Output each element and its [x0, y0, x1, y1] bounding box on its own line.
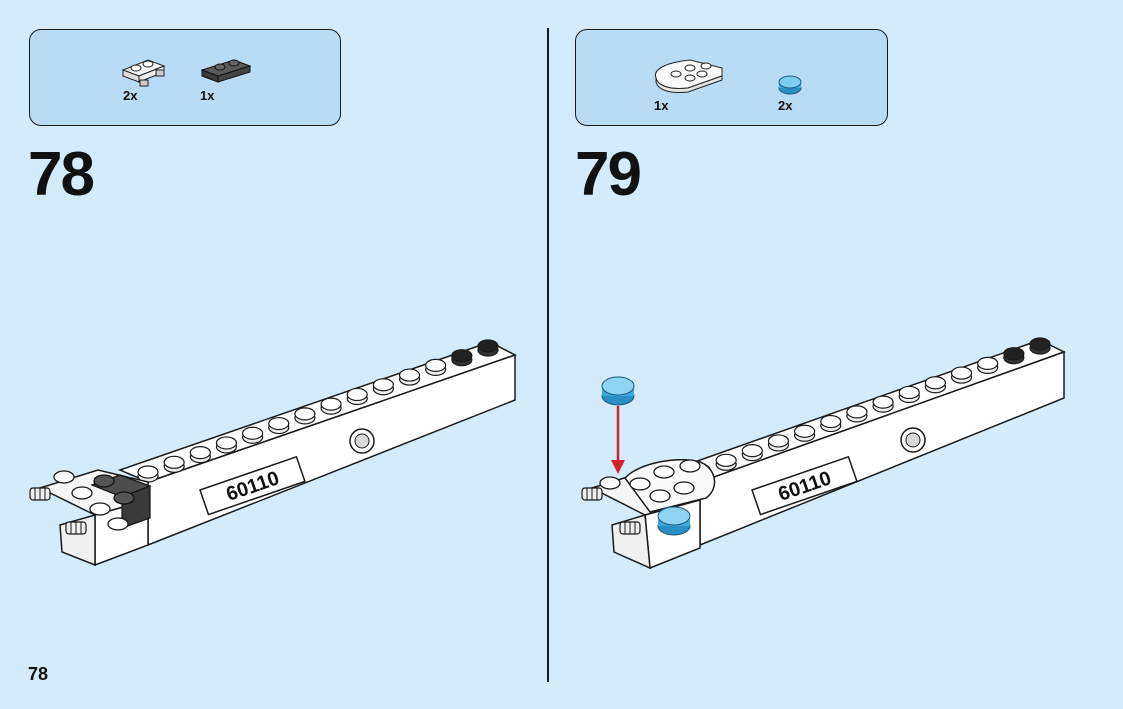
- stud: [1003, 347, 1025, 361]
- stud: [477, 339, 499, 353]
- stud: [189, 446, 211, 460]
- step-number-79: 79: [575, 140, 642, 209]
- trans-blue-round-tile-icon: [778, 75, 802, 95]
- trans-blue-tile-floating: [601, 376, 635, 406]
- stud: [294, 407, 316, 421]
- white-plate-with-clips-icon: [121, 59, 166, 87]
- step-78-model-illustration: 60110: [29, 339, 517, 567]
- stud: [425, 358, 447, 372]
- stud: [163, 455, 185, 469]
- stud: [715, 453, 737, 467]
- stud: [346, 387, 368, 402]
- white-round-plate-icon: [654, 59, 723, 93]
- parts-box-step-79: 1x 2x: [575, 29, 888, 126]
- part-qty: 2x: [778, 98, 793, 113]
- stud: [977, 356, 999, 370]
- part-qty: 2x: [123, 88, 138, 103]
- stud: [820, 414, 842, 429]
- stud: [320, 397, 342, 411]
- stud: [924, 376, 946, 390]
- stud: [794, 424, 816, 438]
- stud: [398, 368, 421, 382]
- stud: [268, 416, 290, 431]
- clip-left-upper: [581, 487, 603, 501]
- stud: [898, 385, 920, 400]
- stud: [372, 378, 394, 392]
- beam-studs: [137, 339, 499, 483]
- stud: [242, 426, 264, 440]
- stud: [137, 465, 159, 479]
- technic-hole: [900, 427, 926, 453]
- stud: [767, 434, 790, 448]
- parts-box-step-78: 2x 1x: [29, 29, 341, 126]
- part-qty: 1x: [200, 88, 215, 103]
- stud: [451, 349, 473, 363]
- clip-left-lower: [65, 521, 87, 535]
- step-number-78: 78: [28, 140, 95, 209]
- stud: [950, 366, 973, 380]
- stud: [846, 405, 868, 419]
- clip-left-upper: [29, 487, 51, 501]
- stud: [741, 444, 763, 458]
- stud: [872, 395, 894, 409]
- page-number: 78: [28, 664, 49, 684]
- placement-arrow-icon: [611, 406, 625, 474]
- trans-blue-tile-placed: [657, 506, 691, 536]
- page-divider: [547, 28, 549, 682]
- beam-studs: [689, 337, 1051, 481]
- sticker-60110: 60110: [199, 455, 306, 516]
- part-qty: 1x: [654, 98, 669, 113]
- stud: [215, 436, 238, 450]
- technic-hole: [349, 428, 375, 454]
- clip-left-lower: [619, 521, 641, 535]
- dark-gray-plate-icon: [200, 59, 252, 83]
- stud: [1029, 337, 1051, 351]
